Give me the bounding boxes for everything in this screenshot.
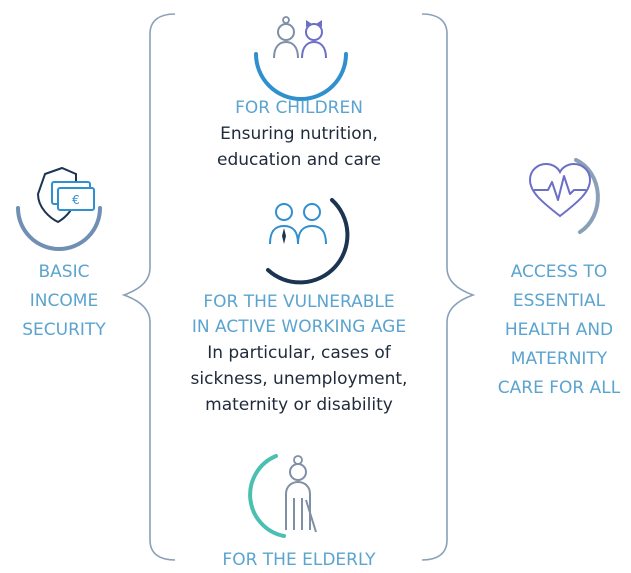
label-line: SECURITY: [22, 320, 106, 340]
label-line: BASIC: [38, 262, 90, 282]
elderly-person-icon: [248, 454, 317, 538]
vulnerable-title-line: IN ACTIVE WORKING AGE: [191, 317, 407, 337]
vulnerable-body-line: In particular, cases of: [207, 343, 391, 363]
elderly-title: FOR THE ELDERLY: [222, 550, 376, 570]
label-line: MATERNITY: [510, 349, 608, 369]
label-line: CARE FOR ALL: [497, 378, 621, 398]
heart-pulse-icon: [528, 158, 600, 234]
label-line: HEALTH AND: [504, 320, 614, 340]
children-body-line: Ensuring nutrition,: [220, 124, 378, 144]
shield-euro-icon: €: [16, 166, 102, 251]
label-line: ACCESS TO: [510, 262, 608, 282]
vulnerable-title-line: FOR THE VULNERABLE: [203, 292, 395, 312]
right-brace: [421, 13, 476, 561]
vulnerable-body-line: sickness, unemployment,: [190, 369, 408, 389]
working-adults-icon: [266, 198, 350, 285]
svg-text:€: €: [72, 193, 80, 207]
label-line: ESSENTIAL: [512, 291, 606, 311]
elderly-block: FOR THE ELDERLY: [176, 548, 422, 573]
basic-income-label: BASIC INCOME SECURITY: [4, 258, 124, 345]
label-line: INCOME: [29, 291, 99, 311]
children-block: FOR CHILDREN Ensuring nutrition, educati…: [176, 96, 422, 173]
children-body-line: education and care: [217, 150, 381, 170]
health-care-label: ACCESS TO ESSENTIAL HEALTH AND MATERNITY…: [488, 258, 630, 403]
vulnerable-body-line: maternity or disability: [205, 395, 393, 415]
vulnerable-block: FOR THE VULNERABLE IN ACTIVE WORKING AGE…: [168, 290, 430, 418]
children-title: FOR CHILDREN: [235, 98, 363, 118]
children-icon: [254, 16, 348, 101]
